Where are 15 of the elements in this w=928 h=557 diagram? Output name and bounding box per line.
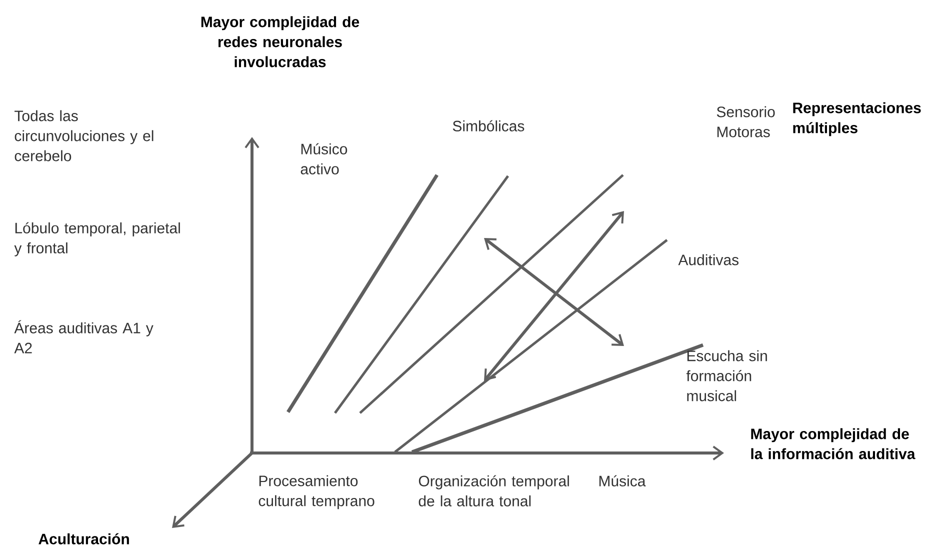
axis-label: Organización temporal de la altura tonal: [418, 475, 569, 506]
line-label: Músico activo: [300, 143, 348, 174]
axis-label: Procesamiento cultural temprano: [258, 475, 374, 510]
line-label: Sensorio Motoras: [716, 106, 775, 138]
line-label: Auditivas: [678, 254, 739, 266]
level-label: Todas las circunvoluciones y el cerebelo: [14, 110, 154, 162]
line-label: Escucha sin formación musical: [686, 350, 767, 402]
level-label: Lóbulo temporal, parietal y frontal: [14, 222, 180, 256]
axis-title: Mayor complejidad de redes neuronales involucradas: [201, 16, 360, 68]
axis-title: Mayor complejidad de la información auditiva: [751, 428, 916, 460]
axis-title: Aculturación: [38, 533, 129, 544]
level-label: Áreas auditivas A1 y A2: [14, 320, 154, 354]
line-label: Simbólicas: [452, 120, 524, 132]
group-label: Representaciones múltiples: [793, 102, 921, 136]
axis-label: Música: [599, 475, 646, 486]
